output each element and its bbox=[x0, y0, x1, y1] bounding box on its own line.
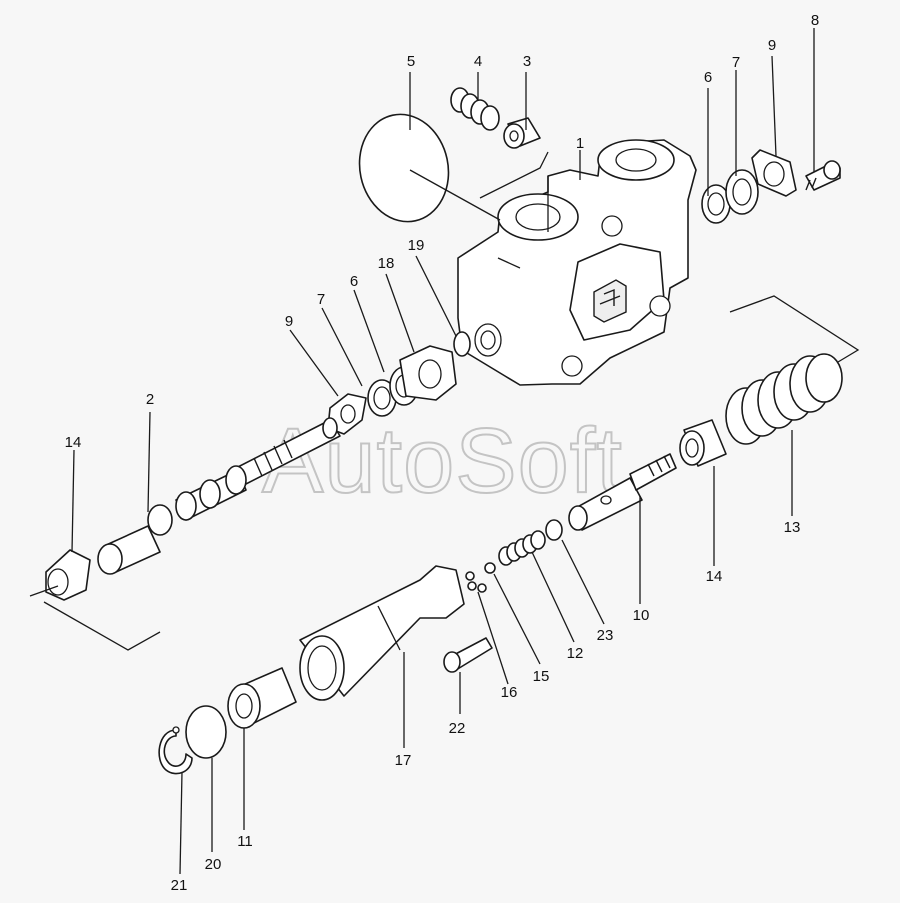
part-7-collar-lower bbox=[367, 379, 397, 417]
callout-20: 20 bbox=[205, 856, 222, 873]
callout-12: 12 bbox=[567, 645, 584, 662]
callout-1: 1 bbox=[576, 135, 584, 152]
part-14-cap-right bbox=[679, 419, 727, 467]
callout-7-upper: 7 bbox=[732, 54, 740, 71]
callout-3: 3 bbox=[523, 53, 531, 70]
part-21-snap-ring bbox=[158, 726, 193, 775]
callout-4: 4 bbox=[474, 53, 482, 70]
part-5-seal-disc bbox=[358, 113, 450, 223]
callout-22: 22 bbox=[449, 720, 466, 737]
part-3-sleeve bbox=[503, 117, 541, 149]
callout-6-lower: 6 bbox=[350, 273, 358, 290]
callout-13: 13 bbox=[784, 519, 801, 536]
part-11-cap bbox=[227, 667, 297, 729]
group-bracket-left bbox=[29, 585, 161, 651]
part-8-bolt bbox=[805, 160, 841, 191]
part-15-ball bbox=[484, 562, 496, 574]
callout-15: 15 bbox=[533, 668, 550, 685]
callout-17: 17 bbox=[395, 752, 412, 769]
callout-7-lower: 7 bbox=[317, 291, 325, 308]
spool-shaft bbox=[175, 417, 341, 521]
part-19-o-ring bbox=[453, 331, 471, 357]
part-23-o-ring bbox=[545, 519, 563, 541]
callout-14-right: 14 bbox=[706, 568, 723, 585]
part-18-flange bbox=[399, 345, 457, 401]
part-9-gasket-lower bbox=[327, 393, 367, 435]
callout-9-upper: 9 bbox=[768, 37, 776, 54]
part-20-disc bbox=[185, 705, 227, 759]
part-12-spring bbox=[498, 530, 546, 566]
callout-23: 23 bbox=[597, 627, 614, 644]
part-16-balls bbox=[465, 571, 487, 593]
callout-5: 5 bbox=[407, 53, 415, 70]
callout-21: 21 bbox=[171, 877, 188, 894]
callout-labels: 1 2 3 4 5 6 6 7 7 8 9 9 10 11 12 13 14 1… bbox=[65, 12, 820, 894]
part-2-sleeve bbox=[97, 504, 173, 575]
group-bracket-right bbox=[729, 295, 860, 363]
part-22-screw bbox=[443, 637, 493, 673]
part-4-spring bbox=[450, 87, 500, 131]
part-13-bellows bbox=[725, 353, 843, 445]
group-bracket-upper bbox=[409, 151, 549, 221]
part-14-cap-left bbox=[45, 549, 91, 601]
callout-6-upper: 6 bbox=[704, 69, 712, 86]
part-10-plunger bbox=[568, 453, 677, 531]
callout-9-lower: 9 bbox=[285, 313, 293, 330]
callout-8: 8 bbox=[811, 12, 819, 29]
part-9-gasket-upper bbox=[751, 149, 797, 197]
callout-10: 10 bbox=[633, 607, 650, 624]
callout-18: 18 bbox=[378, 255, 395, 272]
watermark: AutoSoft bbox=[262, 410, 623, 512]
part-valve-housing bbox=[457, 139, 697, 386]
part-17-cover bbox=[299, 565, 465, 701]
leader-lines bbox=[71, 28, 815, 875]
callout-14-left: 14 bbox=[65, 434, 82, 451]
callout-19: 19 bbox=[408, 237, 425, 254]
callout-11: 11 bbox=[237, 833, 253, 850]
part-7-collar-upper bbox=[725, 169, 759, 215]
callout-16: 16 bbox=[501, 684, 518, 701]
callout-2: 2 bbox=[146, 391, 154, 408]
